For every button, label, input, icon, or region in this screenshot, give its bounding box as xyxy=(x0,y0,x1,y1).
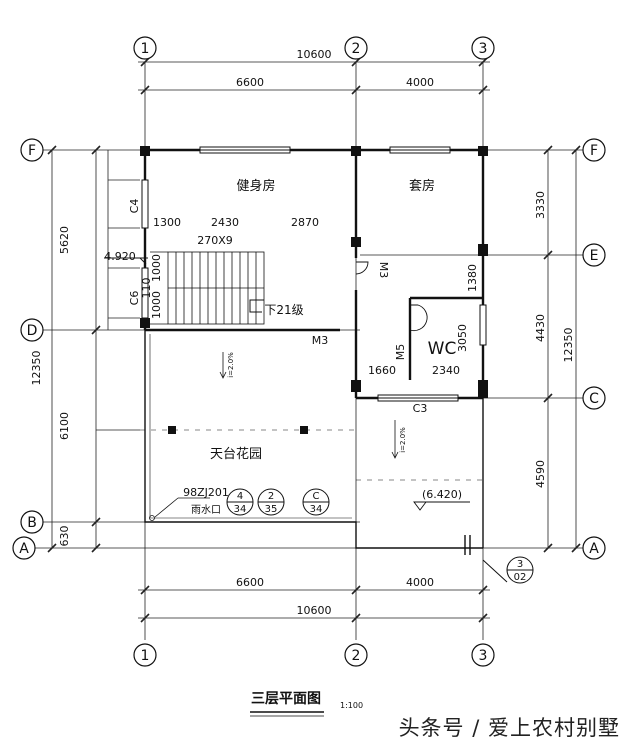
label-m5: M5 xyxy=(394,344,407,361)
dim-4430: 4430 xyxy=(534,314,547,342)
detail-3-top: C xyxy=(313,491,320,502)
axis-3-bottom: 3 xyxy=(479,648,488,664)
detail-4-bottom: 02 xyxy=(514,572,527,583)
detail-1-top: 4 xyxy=(237,491,243,502)
axis-1-top: 1 xyxy=(141,41,150,57)
room-terrace: 天台花园 xyxy=(210,446,262,462)
label-m3-suite: M3 xyxy=(377,262,390,279)
label-stairs-down: 下21级 xyxy=(264,303,303,317)
level-4920: 4.920 xyxy=(104,250,136,263)
terrace-outline xyxy=(144,330,484,555)
room-wc: WC xyxy=(428,339,457,359)
detail-2-top: 2 xyxy=(268,491,274,502)
axis-labels: 1 2 3 1 2 3 F D B A F E C A xyxy=(19,41,599,664)
dim-2870: 2870 xyxy=(291,216,319,229)
slope-arrows xyxy=(219,352,399,459)
dim-6100: 6100 xyxy=(58,412,71,440)
axis-3-top: 3 xyxy=(479,41,488,57)
label-std-ref: 98ZJ201 xyxy=(183,486,229,499)
dim-lines-top xyxy=(47,57,581,623)
room-labels: 健身房 套房 天台花园 WC xyxy=(210,178,456,462)
title-scale: 1:100 xyxy=(340,701,363,710)
label-c6: C6 xyxy=(128,291,141,306)
slope-text-2: i=2.0% xyxy=(399,427,407,453)
label-m3-stair: M3 xyxy=(312,334,329,347)
title-text: 三层平面图 xyxy=(251,691,321,707)
axis-c-right: C xyxy=(589,391,599,407)
detail-1-bottom: 34 xyxy=(234,504,247,515)
dim-6600-top: 6600 xyxy=(236,76,264,89)
axis-1-bottom: 1 xyxy=(141,648,150,664)
axis-a-left: A xyxy=(19,541,29,557)
dim-6600-bottom: 6600 xyxy=(236,576,264,589)
detail-2-bottom: 35 xyxy=(265,504,278,515)
axis-bubbles xyxy=(12,36,606,667)
dim-110: 110 xyxy=(140,278,153,299)
level-6420: (6.420) xyxy=(422,488,462,501)
label-c3: C3 xyxy=(413,402,428,415)
terrace-hidden-lines xyxy=(140,429,483,481)
axis-b-left: B xyxy=(27,515,37,531)
dim-1000b: 1000 xyxy=(150,291,163,319)
dim-3050: 3050 xyxy=(456,324,469,352)
dim-4590: 4590 xyxy=(534,460,547,488)
columns xyxy=(140,146,488,434)
axis-f-right: F xyxy=(590,143,598,159)
axis-d-left: D xyxy=(27,323,38,339)
dim-4000-top: 4000 xyxy=(406,76,434,89)
drain-symbol xyxy=(149,497,210,521)
dim-270x9: 270X9 xyxy=(197,234,233,247)
dim-4000-bottom: 4000 xyxy=(406,576,434,589)
dimension-texts: 10600 6600 4000 6600 4000 10600 1300 243… xyxy=(104,48,462,617)
axis-2-top: 2 xyxy=(352,41,361,57)
slope-text-1: i=2.0% xyxy=(227,352,235,378)
stair xyxy=(150,251,265,325)
detail-bubbles xyxy=(226,488,534,584)
level-marker xyxy=(104,257,470,511)
room-gym: 健身房 xyxy=(236,178,275,194)
dim-1660: 1660 xyxy=(368,364,396,377)
vertical-dimension-texts: 3330 4430 4590 12350 5620 6100 630 12350… xyxy=(30,191,575,547)
drawing-title: 三层平面图 1:100 xyxy=(250,691,363,717)
axis-grid xyxy=(30,62,586,640)
windows xyxy=(141,146,487,402)
dim-630: 630 xyxy=(58,526,71,547)
dim-2340: 2340 xyxy=(432,364,460,377)
axis-a-right: A xyxy=(589,541,599,557)
label-drain: 雨水口 xyxy=(191,504,221,516)
dim-total-bottom: 10600 xyxy=(297,604,332,617)
label-c4: C4 xyxy=(128,199,141,214)
dim-1000a: 1000 xyxy=(150,254,163,282)
dim-12350-right: 12350 xyxy=(562,328,575,363)
dim-1380: 1380 xyxy=(466,264,479,292)
dim-total-top: 10600 xyxy=(297,48,332,61)
axis-f-left: F xyxy=(28,143,36,159)
dim-2430: 2430 xyxy=(211,216,239,229)
room-suite: 套房 xyxy=(409,178,435,194)
detail-4-top: 3 xyxy=(517,559,523,570)
dim-3330: 3330 xyxy=(534,191,547,219)
detail-texts: 4 34 2 35 C 34 3 02 xyxy=(234,491,527,583)
dim-1300: 1300 xyxy=(153,216,181,229)
dim-5620: 5620 xyxy=(58,226,71,254)
axis-2-bottom: 2 xyxy=(352,648,361,664)
detail-3-bottom: 34 xyxy=(310,504,323,515)
dim-12350-left: 12350 xyxy=(30,351,43,386)
misc-labels: M3 C3 下21级 98ZJ201 雨水口 xyxy=(183,303,427,516)
watermark: 头条号 / 爱上农村别墅 xyxy=(398,716,620,740)
axis-e-right: E xyxy=(590,248,599,264)
doors xyxy=(300,261,428,332)
